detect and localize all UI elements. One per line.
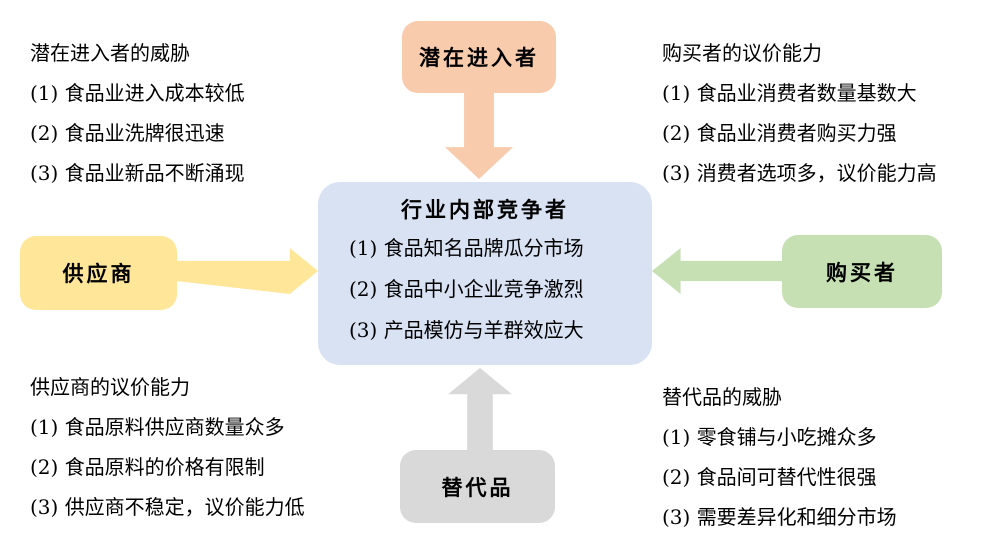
note-title: 替代品的威胁 <box>662 385 782 409</box>
center-item: (2) 食品中小企业竞争激烈 <box>349 277 584 301</box>
box-buyers: 购买者 <box>782 235 942 308</box>
box-label: 潜在进入者 <box>419 45 539 70</box>
center-box-items: (1) 食品知名品牌瓜分市场 (2) 食品中小企业竞争激烈 (3) 产品模仿与羊… <box>318 225 652 351</box>
box-suppliers: 供应商 <box>20 236 177 310</box>
center-item: (1) 食品知名品牌瓜分市场 <box>349 236 584 260</box>
arrow-up-substitutes-icon <box>448 368 512 450</box>
note-buyers-bargaining-power: 购买者的议价能力 (1) 食品业消费者数量基数大 (2) 食品业消费者购买力强 … <box>662 33 937 193</box>
arrow-down-entrants-icon <box>445 93 513 179</box>
center-item: (3) 产品模仿与羊群效应大 <box>349 318 584 342</box>
note-item: (3) 需要差异化和细分市场 <box>662 505 897 529</box>
center-box-title: 行业内部竞争者 <box>401 197 569 222</box>
note-item: (1) 零食铺与小吃摊众多 <box>662 425 877 449</box>
box-label: 替代品 <box>441 474 514 500</box>
arrow-right-suppliers-icon <box>177 248 318 294</box>
note-item: (1) 食品业消费者数量基数大 <box>662 81 917 105</box>
box-label: 购买者 <box>826 259 898 285</box>
box-substitutes: 替代品 <box>400 450 555 523</box>
note-item: (1) 食品业进入成本较低 <box>30 81 245 105</box>
note-title: 购买者的议价能力 <box>662 41 822 65</box>
note-item: (3) 供应商不稳定，议价能力低 <box>30 495 305 519</box>
box-label: 供应商 <box>62 261 135 286</box>
note-item: (1) 食品原料供应商数量众多 <box>30 415 285 439</box>
note-item: (3) 食品业新品不断涌现 <box>30 161 245 185</box>
note-potential-entrants-threat: 潜在进入者的威胁 (1) 食品业进入成本较低 (2) 食品业洗牌很迅速 (3) … <box>30 33 245 193</box>
note-item: (2) 食品业消费者购买力强 <box>662 121 897 145</box>
note-item: (2) 食品原料的价格有限制 <box>30 455 265 479</box>
box-potential-entrants: 潜在进入者 <box>402 21 556 93</box>
box-industry-competitors: 行业内部竞争者 (1) 食品知名品牌瓜分市场 (2) 食品中小企业竞争激烈 (3… <box>318 182 652 365</box>
note-suppliers-bargaining-power: 供应商的议价能力 (1) 食品原料供应商数量众多 (2) 食品原料的价格有限制 … <box>30 367 305 527</box>
note-item: (3) 消费者选项多，议价能力高 <box>662 161 937 185</box>
note-title: 供应商的议价能力 <box>30 375 190 399</box>
note-substitutes-threat: 替代品的威胁 (1) 零食铺与小吃摊众多 (2) 食品间可替代性很强 (3) 需… <box>662 377 897 537</box>
note-item: (2) 食品业洗牌很迅速 <box>30 121 225 145</box>
note-item: (2) 食品间可替代性很强 <box>662 465 877 489</box>
note-title: 潜在进入者的威胁 <box>30 41 190 65</box>
arrow-left-buyers-icon <box>652 248 782 294</box>
